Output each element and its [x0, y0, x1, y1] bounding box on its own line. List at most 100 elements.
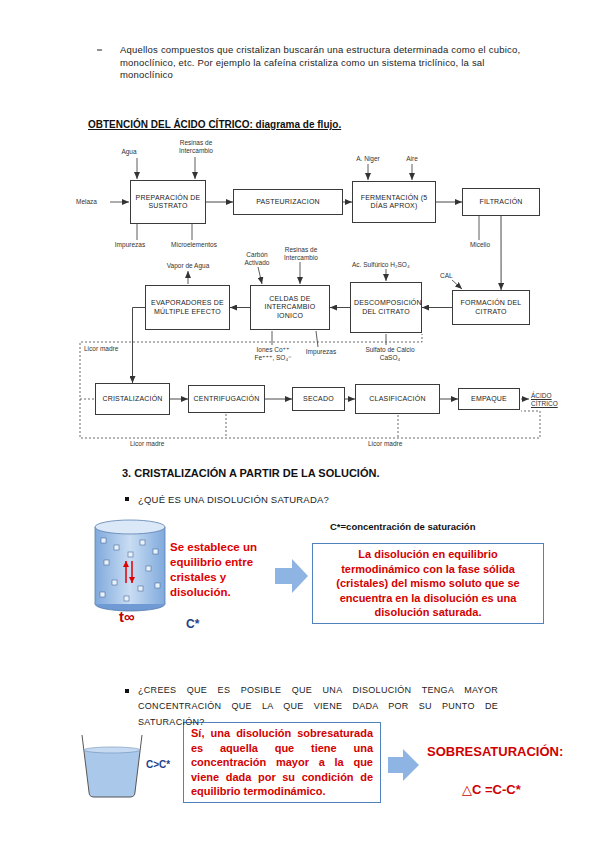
- flow-arrow: [440, 399, 458, 400]
- process-box: PASTEURIZACION: [233, 189, 343, 215]
- beaker-body: [95, 527, 165, 604]
- beaker-glass: [82, 735, 142, 797]
- input-label: A. Niger: [350, 155, 386, 163]
- process-box: CRISTALIZACIÓN: [95, 383, 170, 415]
- input-label: Carbón Activado: [240, 251, 274, 266]
- flow-arrow: [230, 307, 250, 308]
- node-text: PASTEURIZACION: [237, 198, 339, 207]
- process-box: FERMENTACIÓN (5 DÍAS APROX): [352, 181, 436, 223]
- process-box: FORMACIÓN DEL CITRATO: [452, 290, 530, 325]
- input-label: Resinas de Intercambio: [279, 246, 323, 261]
- bullet-square: [125, 497, 129, 501]
- output-label: Iones Co⁺⁺ Fe⁺⁺⁺, SO₄⁼: [253, 346, 293, 361]
- node-text: Sí, una disolución sobresaturada es aque…: [191, 726, 373, 799]
- output-line: [272, 331, 273, 345]
- question-text: ¿QUÉ ES UNA DISOLUCIÓN SATURADA?: [138, 494, 458, 507]
- node-text: SECADO: [296, 395, 341, 404]
- crystal: [112, 580, 117, 585]
- input-label: Resinas de Intercambio: [172, 139, 220, 154]
- beaker-side: [95, 527, 96, 604]
- diagram-title: OBTENCIÓN DEL ÁCIDO CÍTRICO: diagrama de…: [88, 119, 418, 130]
- input-line: [368, 164, 369, 180]
- input-line: [195, 157, 196, 179]
- formula-label: △C =C-C*: [462, 782, 562, 797]
- process-box: CLASIFICACIÓN: [355, 384, 440, 414]
- output-line: [479, 216, 480, 240]
- definition-box: La disolución en equilibrio termodinámic…: [312, 543, 544, 624]
- beaker-liquid: [84, 750, 140, 797]
- output-label: Microelementos: [164, 241, 224, 249]
- node-text: CENTRIFUGACIÓN: [192, 395, 261, 404]
- crystal: [146, 566, 151, 571]
- liquid-surface: [84, 747, 140, 753]
- crystal: [100, 592, 105, 597]
- output-line: [192, 224, 193, 240]
- output-line: [137, 224, 138, 240]
- crystal: [128, 552, 133, 557]
- recycle-line: [226, 414, 227, 438]
- block-arrow: [275, 559, 308, 593]
- stream-label: Licor madre: [130, 440, 174, 448]
- crystal: [138, 586, 143, 591]
- definition-text: C*=concentración de saturación: [330, 521, 560, 532]
- flow-arrow: [501, 216, 502, 290]
- definition-box: Sí, una disolución sobresaturada es aque…: [183, 722, 381, 803]
- term-label: SOBRESATURACIÓN:: [427, 744, 567, 759]
- output-label: Sulfato de Calcio CaSO₄: [362, 346, 418, 361]
- section-heading: 3. CRISTALIZACIÓN A PARTIR DE LA SOLUCIÓ…: [122, 467, 522, 479]
- note-text: Se establece un equilibrio entre cristal…: [170, 540, 268, 600]
- node-text: DESCOMPOSICIÓN DEL CITRATO: [354, 299, 418, 316]
- beaker-side: [165, 527, 166, 604]
- flow-arrow: [330, 307, 350, 308]
- beaker-top: [95, 520, 165, 534]
- process-box: SECADO: [292, 387, 345, 411]
- output-line: [386, 334, 387, 345]
- flow-arrow: [170, 399, 188, 400]
- bullet-dash: [97, 50, 102, 51]
- equilibrium-arrow: [131, 561, 133, 583]
- node-text: CLASIFICACIÓN: [359, 395, 436, 404]
- node-text: La disolución en equilibrio termodinámic…: [320, 547, 536, 620]
- node-text: FILTRACIÓN: [466, 198, 536, 207]
- node-text: FERMENTACIÓN (5 DÍAS APROX): [356, 194, 432, 211]
- output-label: Micelio: [463, 241, 497, 249]
- input-label: CAL: [440, 272, 462, 280]
- process-box: EMPAQUE: [458, 388, 520, 410]
- node-text: EVAPORADORES DE MÚLTIPLE EFECTO: [149, 299, 226, 316]
- stream-label: Licor madre: [84, 345, 128, 353]
- process-box: DESCOMPOSICIÓN DEL CITRATO: [350, 282, 422, 333]
- flow-arrow: [265, 399, 292, 400]
- flow-arrow: [133, 308, 146, 384]
- crystal: [140, 540, 145, 545]
- process-box: PREPARACIÓN DE SUSTRATO: [130, 180, 206, 224]
- crystal: [155, 583, 160, 588]
- process-box: CENTRIFUGACIÓN: [188, 385, 265, 413]
- node-text: CRISTALIZACIÓN: [99, 395, 166, 404]
- input-line: [412, 164, 413, 180]
- input-line: [137, 158, 138, 179]
- output-label: Impurezas: [301, 348, 341, 356]
- input-label: Agua: [114, 148, 144, 156]
- input-line: [386, 269, 387, 281]
- process-box: FILTRACIÓN: [462, 188, 540, 216]
- process-box: EVAPORADORES DE MÚLTIPLE EFECTO: [145, 285, 230, 330]
- product-line: [521, 399, 529, 400]
- input-label: Aire: [401, 155, 423, 163]
- recycle-line: [398, 415, 399, 438]
- crystal: [114, 545, 119, 550]
- input-line: [110, 202, 129, 203]
- node-text: CELDAS DE INTERCAMBIO IONICO: [254, 295, 326, 321]
- output-label: Impurezas: [108, 241, 152, 249]
- output-line: [188, 271, 189, 284]
- crystal: [104, 560, 109, 565]
- product-label: ÁCIDO CÍTRICO: [531, 392, 565, 407]
- process-box: CELDAS DE INTERCAMBIO IONICO: [250, 285, 330, 330]
- crystal: [124, 596, 129, 601]
- stream-label: Licor madre: [368, 440, 412, 448]
- output-label: Vapor de Agua: [158, 262, 218, 270]
- block-arrow: [388, 749, 419, 781]
- node-text: EMPAQUE: [462, 395, 516, 404]
- input-line: [452, 280, 462, 289]
- input-line: [300, 262, 301, 284]
